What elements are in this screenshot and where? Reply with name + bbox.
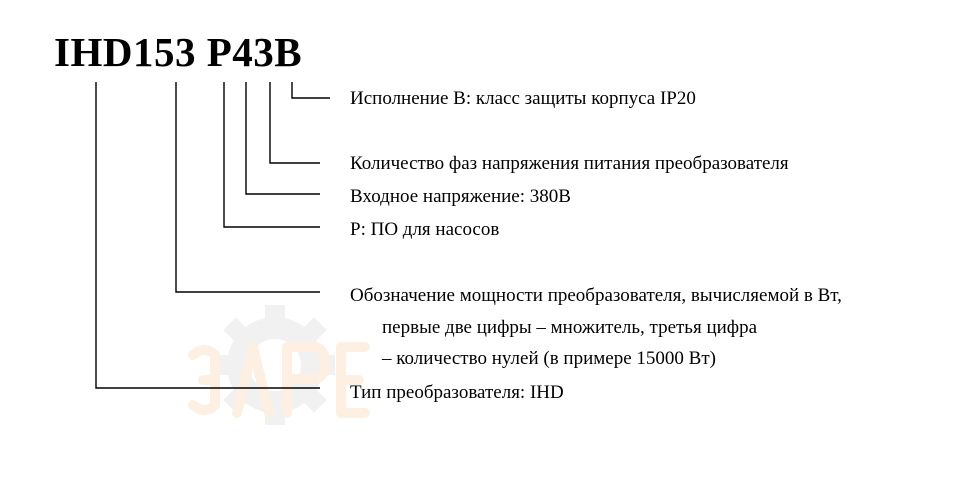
label-type: Тип преобразователя: IHD	[350, 382, 564, 403]
label-phases: Количество фаз напряжения питания преобр…	[350, 153, 789, 174]
model-code-title: IHD153 P43B	[54, 29, 303, 75]
connector-software	[223, 82, 320, 228]
label-voltage: Входное напряжение: 380В	[350, 186, 571, 207]
label-software: P: ПО для насосов	[350, 219, 500, 240]
gear-icon	[215, 305, 335, 425]
label-power-line2: первые две цифры – множитель, третья циф…	[382, 317, 758, 338]
label-power-line3: – количество нулей (в примере 15000 Вт)	[382, 348, 716, 369]
elre-letters	[188, 342, 370, 418]
connector-version	[291, 82, 330, 99]
connector-voltage	[245, 82, 320, 195]
connector-phases	[269, 82, 320, 164]
label-power-line1: Обозначение мощности преобразователя, вы…	[350, 285, 842, 306]
elre-logo-watermark	[188, 305, 370, 425]
connector-type	[95, 82, 320, 389]
label-version: Исполнение B: класс защиты корпуса IP20	[350, 88, 696, 109]
connector-power	[175, 82, 320, 293]
